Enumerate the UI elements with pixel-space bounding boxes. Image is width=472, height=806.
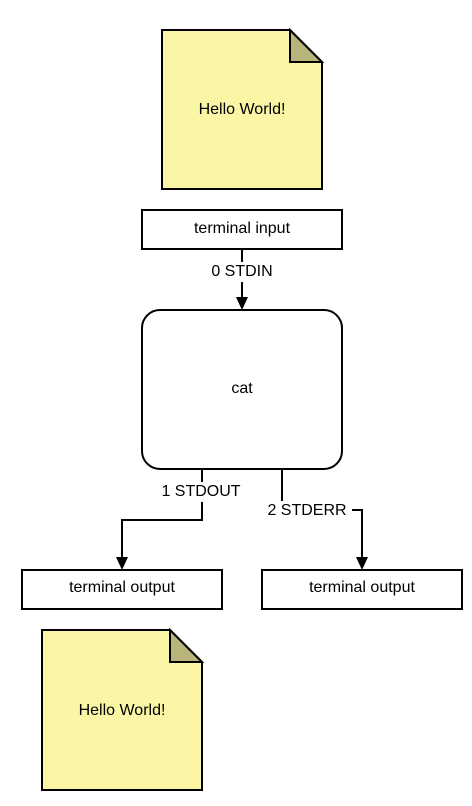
note-top-body xyxy=(161,29,323,190)
note-bottom-text: Hello World! xyxy=(79,702,166,719)
stderr-edge: 2 STDERR xyxy=(262,469,368,570)
stderr-label: 2 STDERR xyxy=(267,502,346,519)
stdout-label: 1 STDOUT xyxy=(161,483,240,500)
terminal-output-stderr-label: terminal output xyxy=(309,579,415,596)
stdout-edge: 1 STDOUT xyxy=(116,469,247,570)
stdin-label: 0 STDIN xyxy=(211,263,272,280)
note-top-fold xyxy=(289,27,325,63)
terminal-output-stdout-box: terminal output xyxy=(21,569,223,610)
terminal-output-stdout-label: terminal output xyxy=(69,579,175,596)
terminal-input-box: terminal input xyxy=(141,209,343,250)
terminal-input-label: terminal input xyxy=(194,220,291,237)
stderr-arrowhead xyxy=(356,557,368,570)
note-bottom-fold xyxy=(169,627,205,663)
stdin-arrowhead xyxy=(236,297,248,310)
terminal-output-stderr-box: terminal output xyxy=(261,569,463,610)
note-top: Hello World! xyxy=(161,27,325,190)
cat-process-box: cat xyxy=(141,309,343,470)
stdin-edge: 0 STDIN xyxy=(203,249,281,310)
note-top-text: Hello World! xyxy=(199,101,286,118)
cat-process-label: cat xyxy=(231,380,253,397)
note-bottom-body xyxy=(41,629,203,791)
stdout-arrowhead xyxy=(116,557,128,570)
note-bottom: Hello World! xyxy=(41,627,205,791)
